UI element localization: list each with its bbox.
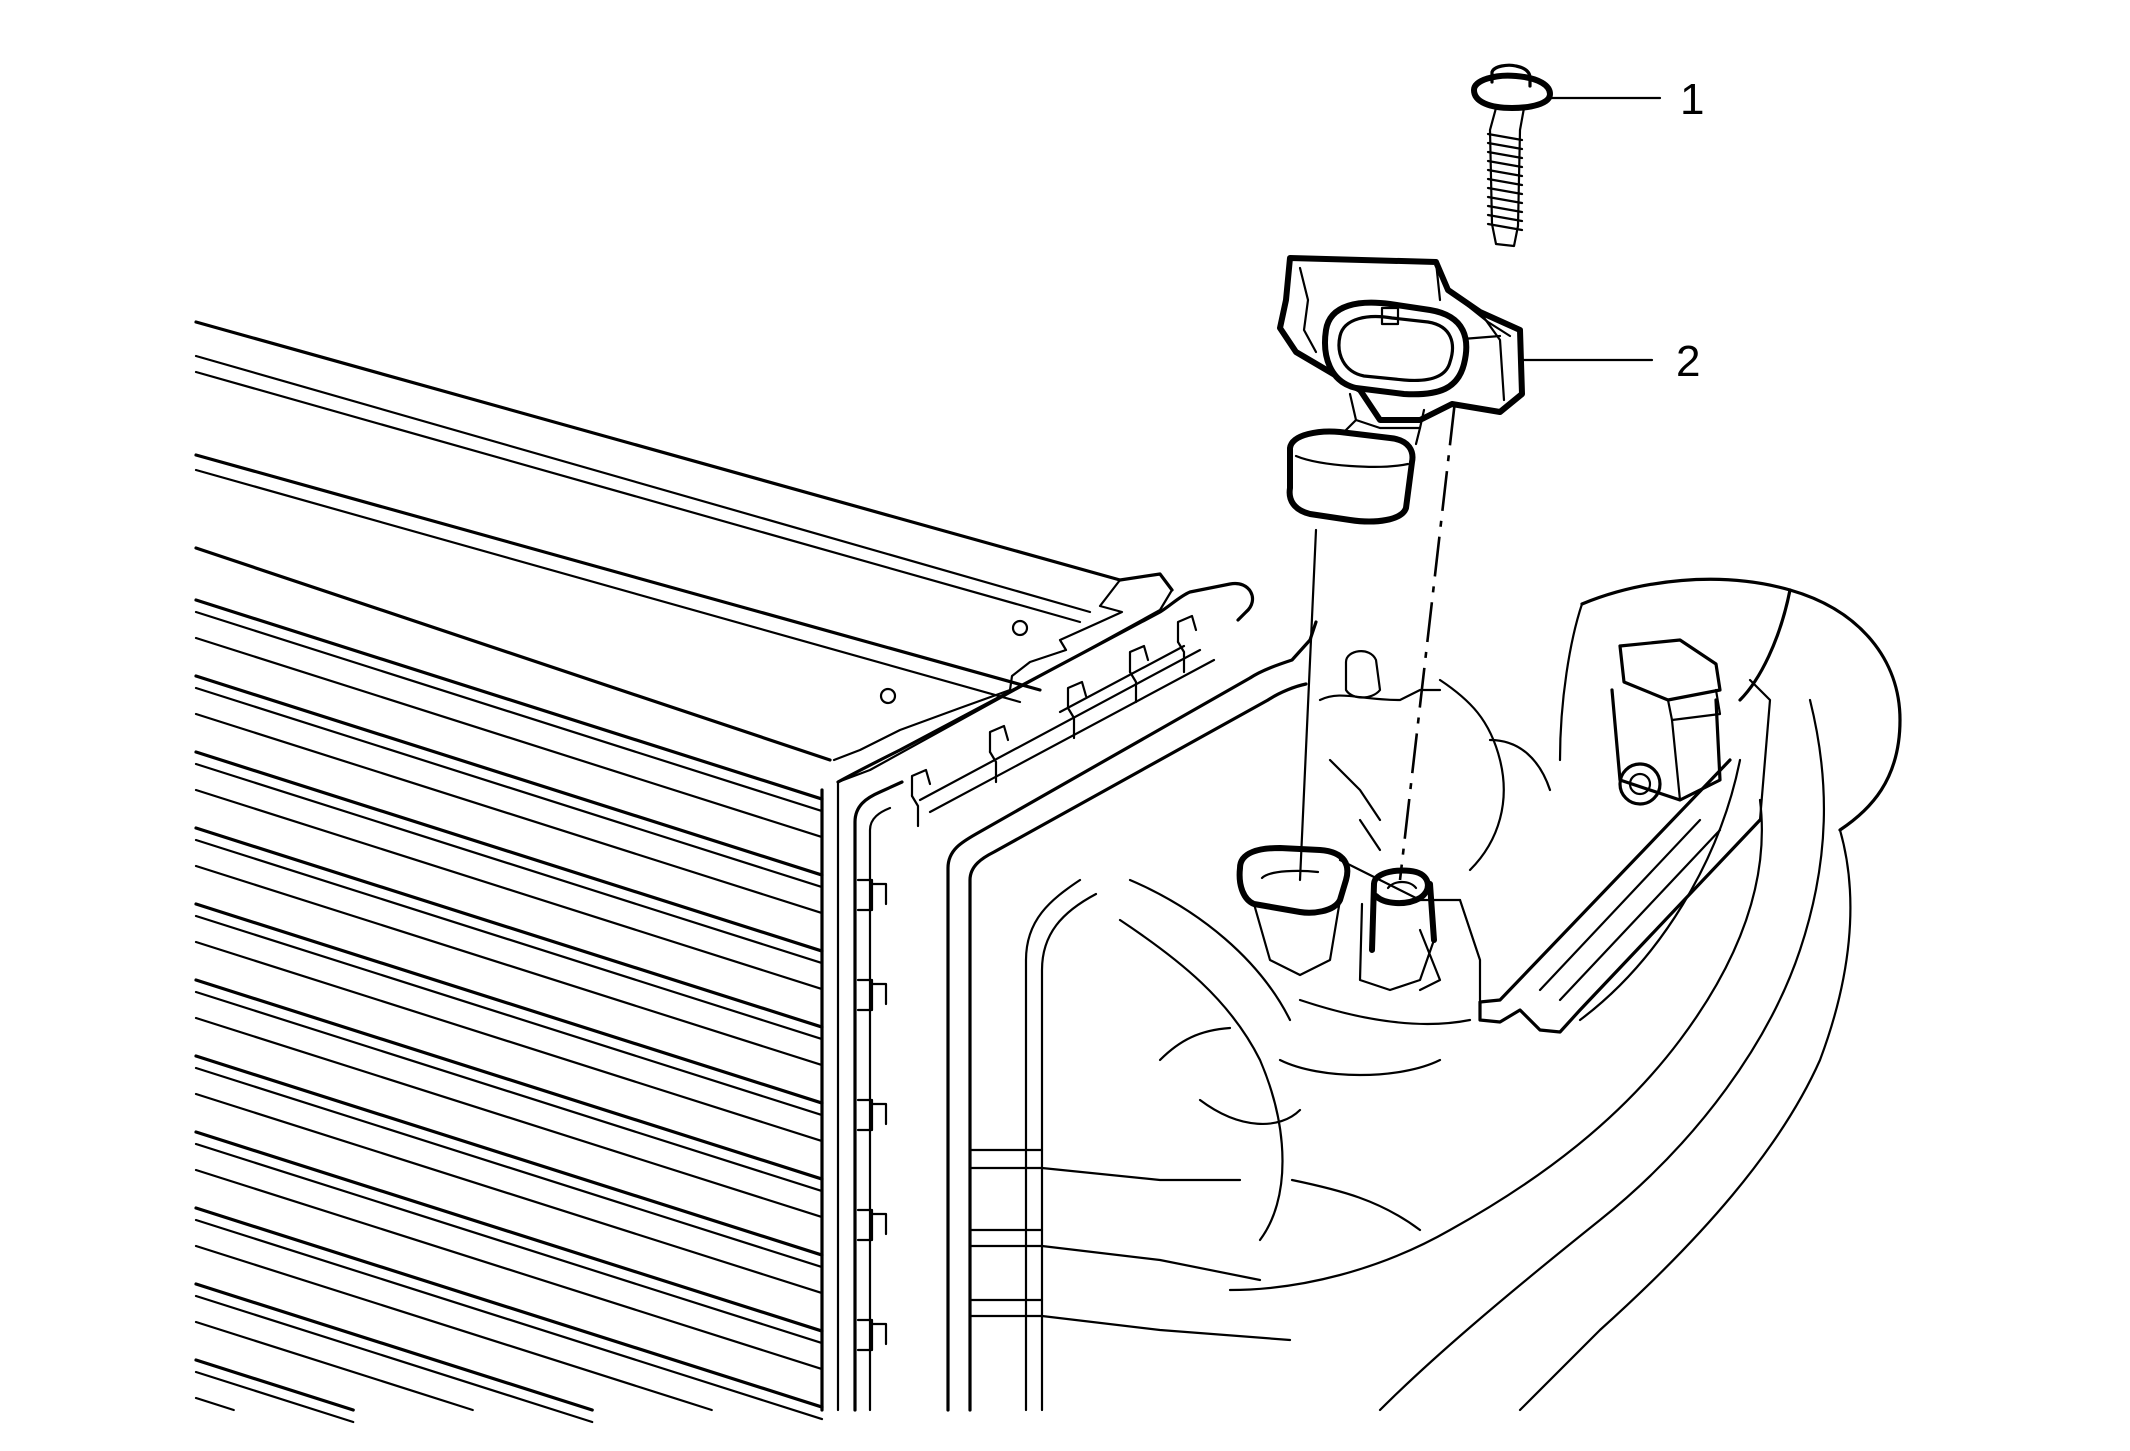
end-tank: [836, 581, 1318, 1412]
sensor-part: [1277, 255, 1525, 525]
intake-duct: [1118, 577, 1902, 1412]
bolt-boss: [1358, 867, 1437, 992]
leader-lines: [1522, 96, 1662, 362]
bolt-part: [1471, 63, 1553, 248]
callout-2-label: 2: [1676, 337, 1701, 386]
assembly-lines: [1298, 339, 1464, 882]
callout-1-label: 1: [1680, 75, 1705, 124]
cooler-core: [194, 320, 1174, 1424]
sensor-port: [1236, 845, 1351, 977]
